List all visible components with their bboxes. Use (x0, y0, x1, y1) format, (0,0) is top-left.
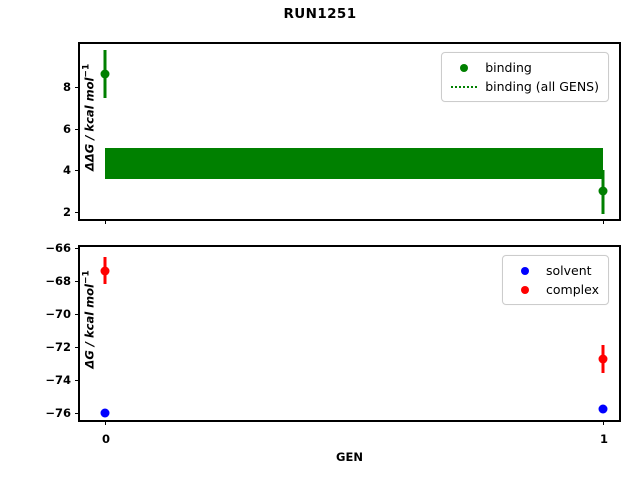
top-ytick-label-2: 2 (62, 204, 71, 219)
legend-entry-solvent[interactable]: solvent (510, 261, 599, 280)
bottom-ytick-m76: −76 (45, 406, 80, 420)
bottom-ytick-label-m66: −66 (45, 240, 71, 255)
bottom-ytick-label-m76: −76 (45, 405, 71, 420)
top-panel-legend[interactable]: binding binding (all GENS) (441, 52, 609, 102)
bottom-xtick-0: 0 (102, 420, 110, 446)
legend-marker-icon (510, 266, 540, 275)
bottom-panel-axes: −66 −68 −70 −72 −74 −76 0 1 (45, 241, 621, 446)
binding-marker-gen0 (100, 69, 110, 79)
bottom-ytick-m68: −68 (45, 274, 80, 288)
binding-marker-gen1 (598, 186, 608, 196)
top-ylabel-exponent: −1 (81, 63, 92, 78)
top-plot-area (80, 44, 619, 219)
bottom-ytick-label-m72: −72 (45, 339, 71, 354)
bottom-ytick-label-m68: −68 (45, 273, 71, 288)
complex-marker-gen0 (100, 266, 110, 275)
top-xtick-1 (603, 219, 604, 224)
bottom-plot-area (80, 247, 619, 420)
bottom-panel-ylabel: ΔG / kcal mol−1 (82, 244, 97, 394)
legend-label-complex: complex (546, 282, 599, 297)
top-ylabel-text: ΔΔG / kcal mol (82, 77, 97, 172)
bottom-xtick-label-1: 1 (599, 432, 609, 446)
bottom-panel-legend[interactable]: solvent complex (502, 255, 609, 305)
bottom-ytick-m72: −72 (45, 340, 80, 354)
binding-all-gens-band (105, 147, 603, 179)
bottom-xtick-label-0: 0 (101, 432, 111, 446)
bottom-ytick-label-m74: −74 (45, 372, 71, 387)
legend-marker-icon (449, 63, 479, 72)
bottom-ytick-label-m70: −70 (45, 306, 71, 321)
solvent-marker-gen0 (100, 408, 110, 417)
figure-title: RUN1251 (283, 6, 357, 22)
x-axis-label: GEN (336, 450, 363, 464)
bottom-xtick-1: 1 (600, 420, 608, 446)
bottom-ytick-m70: −70 (45, 307, 80, 321)
legend-dotted-line-icon (449, 85, 479, 88)
top-ytick-label-6: 6 (62, 121, 71, 136)
legend-entry-binding-all-gens[interactable]: binding (all GENS) (449, 77, 599, 96)
legend-marker-icon (510, 285, 540, 294)
bottom-ytick-m66: −66 (45, 241, 80, 255)
solvent-marker-gen1 (598, 404, 608, 414)
top-ytick-8: 8 (63, 80, 80, 94)
top-ytick-4: 4 (63, 163, 80, 177)
top-ytick-2: 2 (63, 205, 80, 219)
bottom-ytick-m74: −74 (45, 373, 80, 387)
bottom-ylabel-text: ΔG / kcal mol (82, 284, 97, 369)
top-panel-ylabel: ΔΔG / kcal mol−1 (82, 42, 97, 192)
top-panel-axes: 8 6 4 2 (63, 42, 621, 224)
legend-entry-complex[interactable]: complex (510, 280, 599, 299)
top-ytick-label-4: 4 (62, 163, 71, 177)
top-ytick-6: 6 (63, 122, 80, 136)
legend-label-binding: binding (485, 60, 532, 75)
top-ytick-label-8: 8 (62, 80, 71, 94)
top-xtick-0 (105, 219, 106, 224)
legend-label-binding-all-gens: binding (all GENS) (485, 79, 599, 94)
bottom-ylabel-exponent: −1 (81, 270, 92, 285)
legend-entry-binding[interactable]: binding (449, 58, 599, 77)
legend-label-solvent: solvent (546, 263, 592, 278)
complex-marker-gen1 (598, 354, 608, 364)
